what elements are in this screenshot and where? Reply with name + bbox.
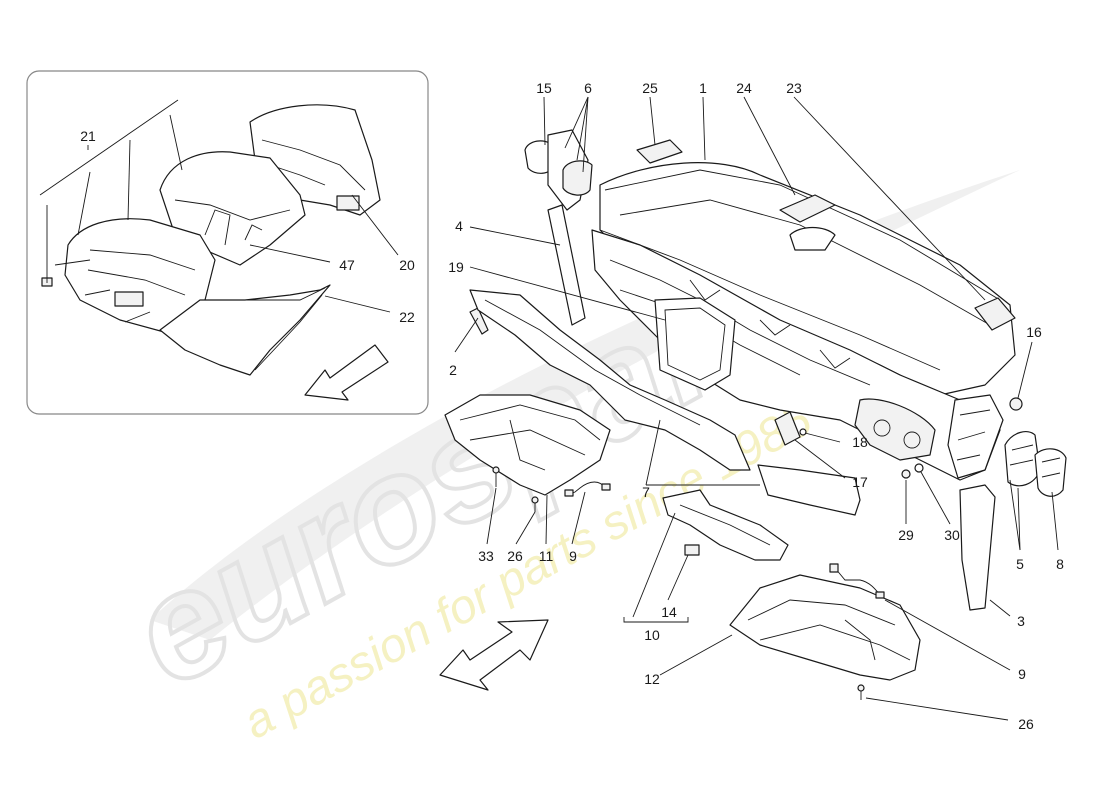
callout-20: 20 (399, 257, 415, 273)
callout-21: 21 (80, 128, 96, 144)
callout-6: 6 (584, 80, 592, 96)
callout-2: 2 (449, 362, 457, 378)
callout-8: 8 (1056, 556, 1064, 572)
callout-23: 23 (786, 80, 802, 96)
callout-24: 24 (736, 80, 752, 96)
callout-9-upper: 9 (569, 548, 577, 564)
callout-4: 4 (455, 218, 463, 234)
part-10-glovebox-lid (662, 489, 789, 561)
callout-22: 22 (399, 309, 415, 325)
part-19-center-frame (654, 297, 736, 391)
callout-18: 18 (852, 434, 868, 450)
part-3-a-pillar-trim (959, 484, 996, 611)
callout-16: 16 (1026, 324, 1042, 340)
part-14-latch (684, 544, 700, 556)
callout-7: 7 (642, 484, 650, 500)
part-26-screw-lower (857, 684, 865, 692)
inset-instrument-cluster (26, 70, 429, 415)
part-26-screw (531, 496, 539, 504)
part-29-bolt (901, 469, 911, 479)
watermark-swoosh (150, 170, 1020, 640)
callout-10: 10 (644, 627, 660, 643)
part-25-defrost-grille (636, 139, 683, 164)
part-33-screw (492, 466, 500, 474)
callout-29: 29 (898, 527, 914, 543)
callout-17: 17 (852, 474, 868, 490)
part-17-bracket (774, 411, 801, 446)
part-21-cluster-bezel (64, 218, 216, 336)
callout-26-lower: 26 (1018, 716, 1034, 732)
callout-11: 11 (539, 548, 554, 564)
part-11-glovebox-housing (444, 394, 611, 496)
part-8-side-vent-bezel (1034, 448, 1067, 497)
part-7-lower-trim (469, 289, 751, 471)
callout-1: 1 (699, 80, 707, 96)
callout-30: 30 (944, 527, 960, 543)
part-4-a-pillar-trim (547, 204, 586, 326)
part-18-screw (799, 428, 807, 436)
callout-3: 3 (1017, 613, 1025, 629)
callout-9-lower: 9 (1018, 666, 1026, 682)
part-30-washer (914, 463, 924, 473)
callout-12: 12 (644, 671, 660, 687)
callout-47: 47 (339, 257, 355, 273)
direction-arrow-small (304, 344, 389, 401)
callout-26-upper: 26 (507, 548, 523, 564)
part-7-knee-trim (757, 464, 861, 516)
part-23-tweeter-cover (974, 297, 1016, 331)
callout-19: 19 (448, 259, 464, 275)
part-22-lower-trim (159, 284, 331, 376)
callout-14: 14 (661, 604, 677, 620)
callout-15: 15 (536, 80, 552, 96)
inset-frame (26, 70, 429, 415)
callout-25: 25 (642, 80, 658, 96)
callout-33: 33 (478, 548, 494, 564)
part-12-glovebox-bin (729, 574, 921, 681)
part-24-dash-speaker (779, 194, 836, 223)
main-dashboard-assembly (439, 96, 1067, 721)
direction-arrow-large (439, 619, 549, 691)
callout-labels: 21 20 47 22 15 6 25 1 24 23 4 19 2 16 18… (80, 80, 1064, 732)
part-2-clip (469, 307, 489, 335)
part-16-clip (1009, 397, 1023, 411)
callout-5: 5 (1016, 556, 1024, 572)
